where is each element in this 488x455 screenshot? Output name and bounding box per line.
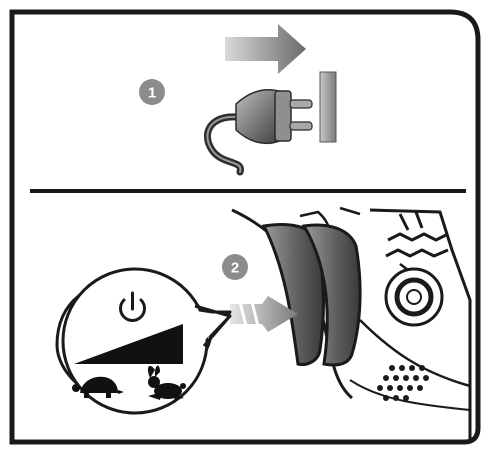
vent-slats <box>385 211 449 258</box>
speed-callout <box>55 267 232 415</box>
step-1-badge: 1 <box>139 79 165 105</box>
turtle-icon <box>72 376 124 398</box>
dashed-arrow-icon <box>230 296 298 332</box>
speaker-grille <box>377 365 429 401</box>
device-illustration <box>231 206 472 440</box>
knob-icon <box>384 263 444 327</box>
power-plug-icon <box>204 89 313 176</box>
step-2-number: 2 <box>231 260 239 277</box>
power-icon <box>119 291 146 322</box>
wall-socket-icon <box>319 71 337 143</box>
rabbit-icon <box>147 365 186 400</box>
right-arrow-icon <box>225 24 306 74</box>
speed-dial-icon <box>261 223 362 367</box>
step-2-badge: 2 <box>222 254 248 280</box>
step-1-number: 1 <box>148 85 156 102</box>
speed-ramp-icon <box>74 324 183 364</box>
